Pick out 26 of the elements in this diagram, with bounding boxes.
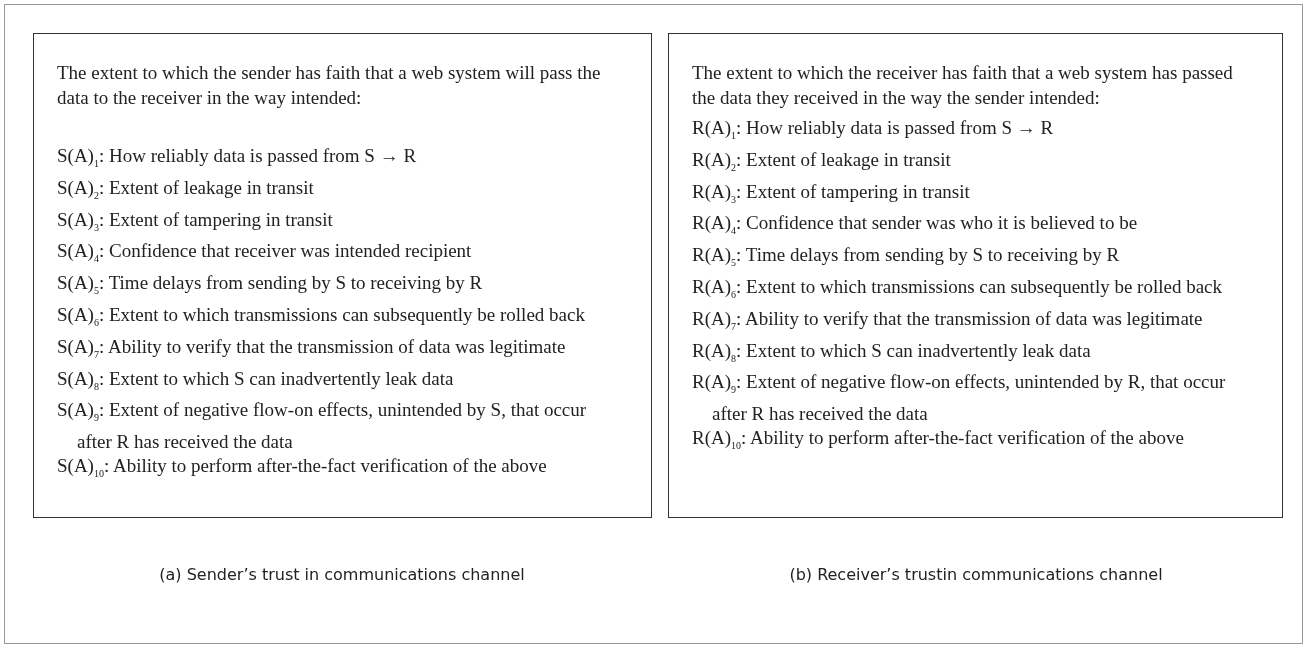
list-item: S(A)$_{5}$: Time delays from sending by S to receiving by R bbox=[57, 271, 484, 298]
list-item: R(A)$_{2}$: Extent of leakage in transit bbox=[692, 147, 952, 175]
list-item: S(A)$_{8}$: Extent to which S can inadvertently leak data bbox=[57, 366, 455, 394]
list-item: R(A)$_{1}$: How reliably data is passed from S → R bbox=[692, 116, 1055, 143]
list-item: S(A)$_{6}$: Extent to which transmissions can subsequently be rolled back bbox=[57, 303, 586, 330]
intro-paragraph: The extent to which the sender has faith that a web system will pass the data to the receiver in the way intended: bbox=[57, 61, 602, 110]
node-label: (b) Receiver’s trustin communications channel bbox=[789, 565, 1163, 584]
list-item: S(A)$_{3}$: Extent of tampering in transit bbox=[57, 207, 334, 235]
list-item: R(A)$_{3}$: Extent of tampering in transit bbox=[692, 179, 971, 207]
list-item: S(A)$_{1}$: How reliably data is passed from S → R bbox=[57, 144, 418, 171]
list-item: S(A)$_{4}$: Confidence that receiver was intended recipient bbox=[57, 239, 473, 267]
node-label: (a) Sender’s trust in communications channel bbox=[159, 565, 525, 584]
list-item: R(A)$_{4}$: Confidence that sender was who it is believed to be bbox=[692, 211, 1139, 239]
list-item: S(A)$_{2}$: Extent of leakage in transit bbox=[57, 175, 315, 203]
text-panel bbox=[668, 33, 1283, 518]
list-item: R(A)$_{8}$: Extent to which S can inadvertently leak data bbox=[692, 338, 1092, 366]
list-item: S(A)$_{9}$: Extent of negative flow-on effects, unintended by S, that occur after R has received the data bbox=[57, 398, 588, 455]
list-item: R(A)$_{6}$: Extent to which transmissions can subsequently be rolled back bbox=[692, 275, 1224, 302]
list-item: R(A)$_{5}$: Time delays from sending by S to receiving by R bbox=[692, 243, 1121, 270]
list-item: S(A)$_{7}$: Ability to verify that the transmission of data was legitimate bbox=[57, 334, 567, 362]
list-item: R(A)$_{9}$: Extent of negative flow-on effects, unintended by R, that occur after R has received the data bbox=[692, 370, 1227, 427]
text-panel bbox=[33, 33, 652, 518]
intro-paragraph: The extent to which the receiver has faith that a web system has passed the data they received in the way the sender intended: bbox=[692, 61, 1234, 110]
list-item: R(A)$_{7}$: Ability to verify that the transmission of data was legitimate bbox=[692, 306, 1204, 334]
list-item: S(A)$_{10}$: Ability to perform after-the-fact verification of the above bbox=[57, 454, 548, 481]
list-item: R(A)$_{10}$: Ability to perform after-the-fact verification of the above bbox=[692, 426, 1185, 453]
